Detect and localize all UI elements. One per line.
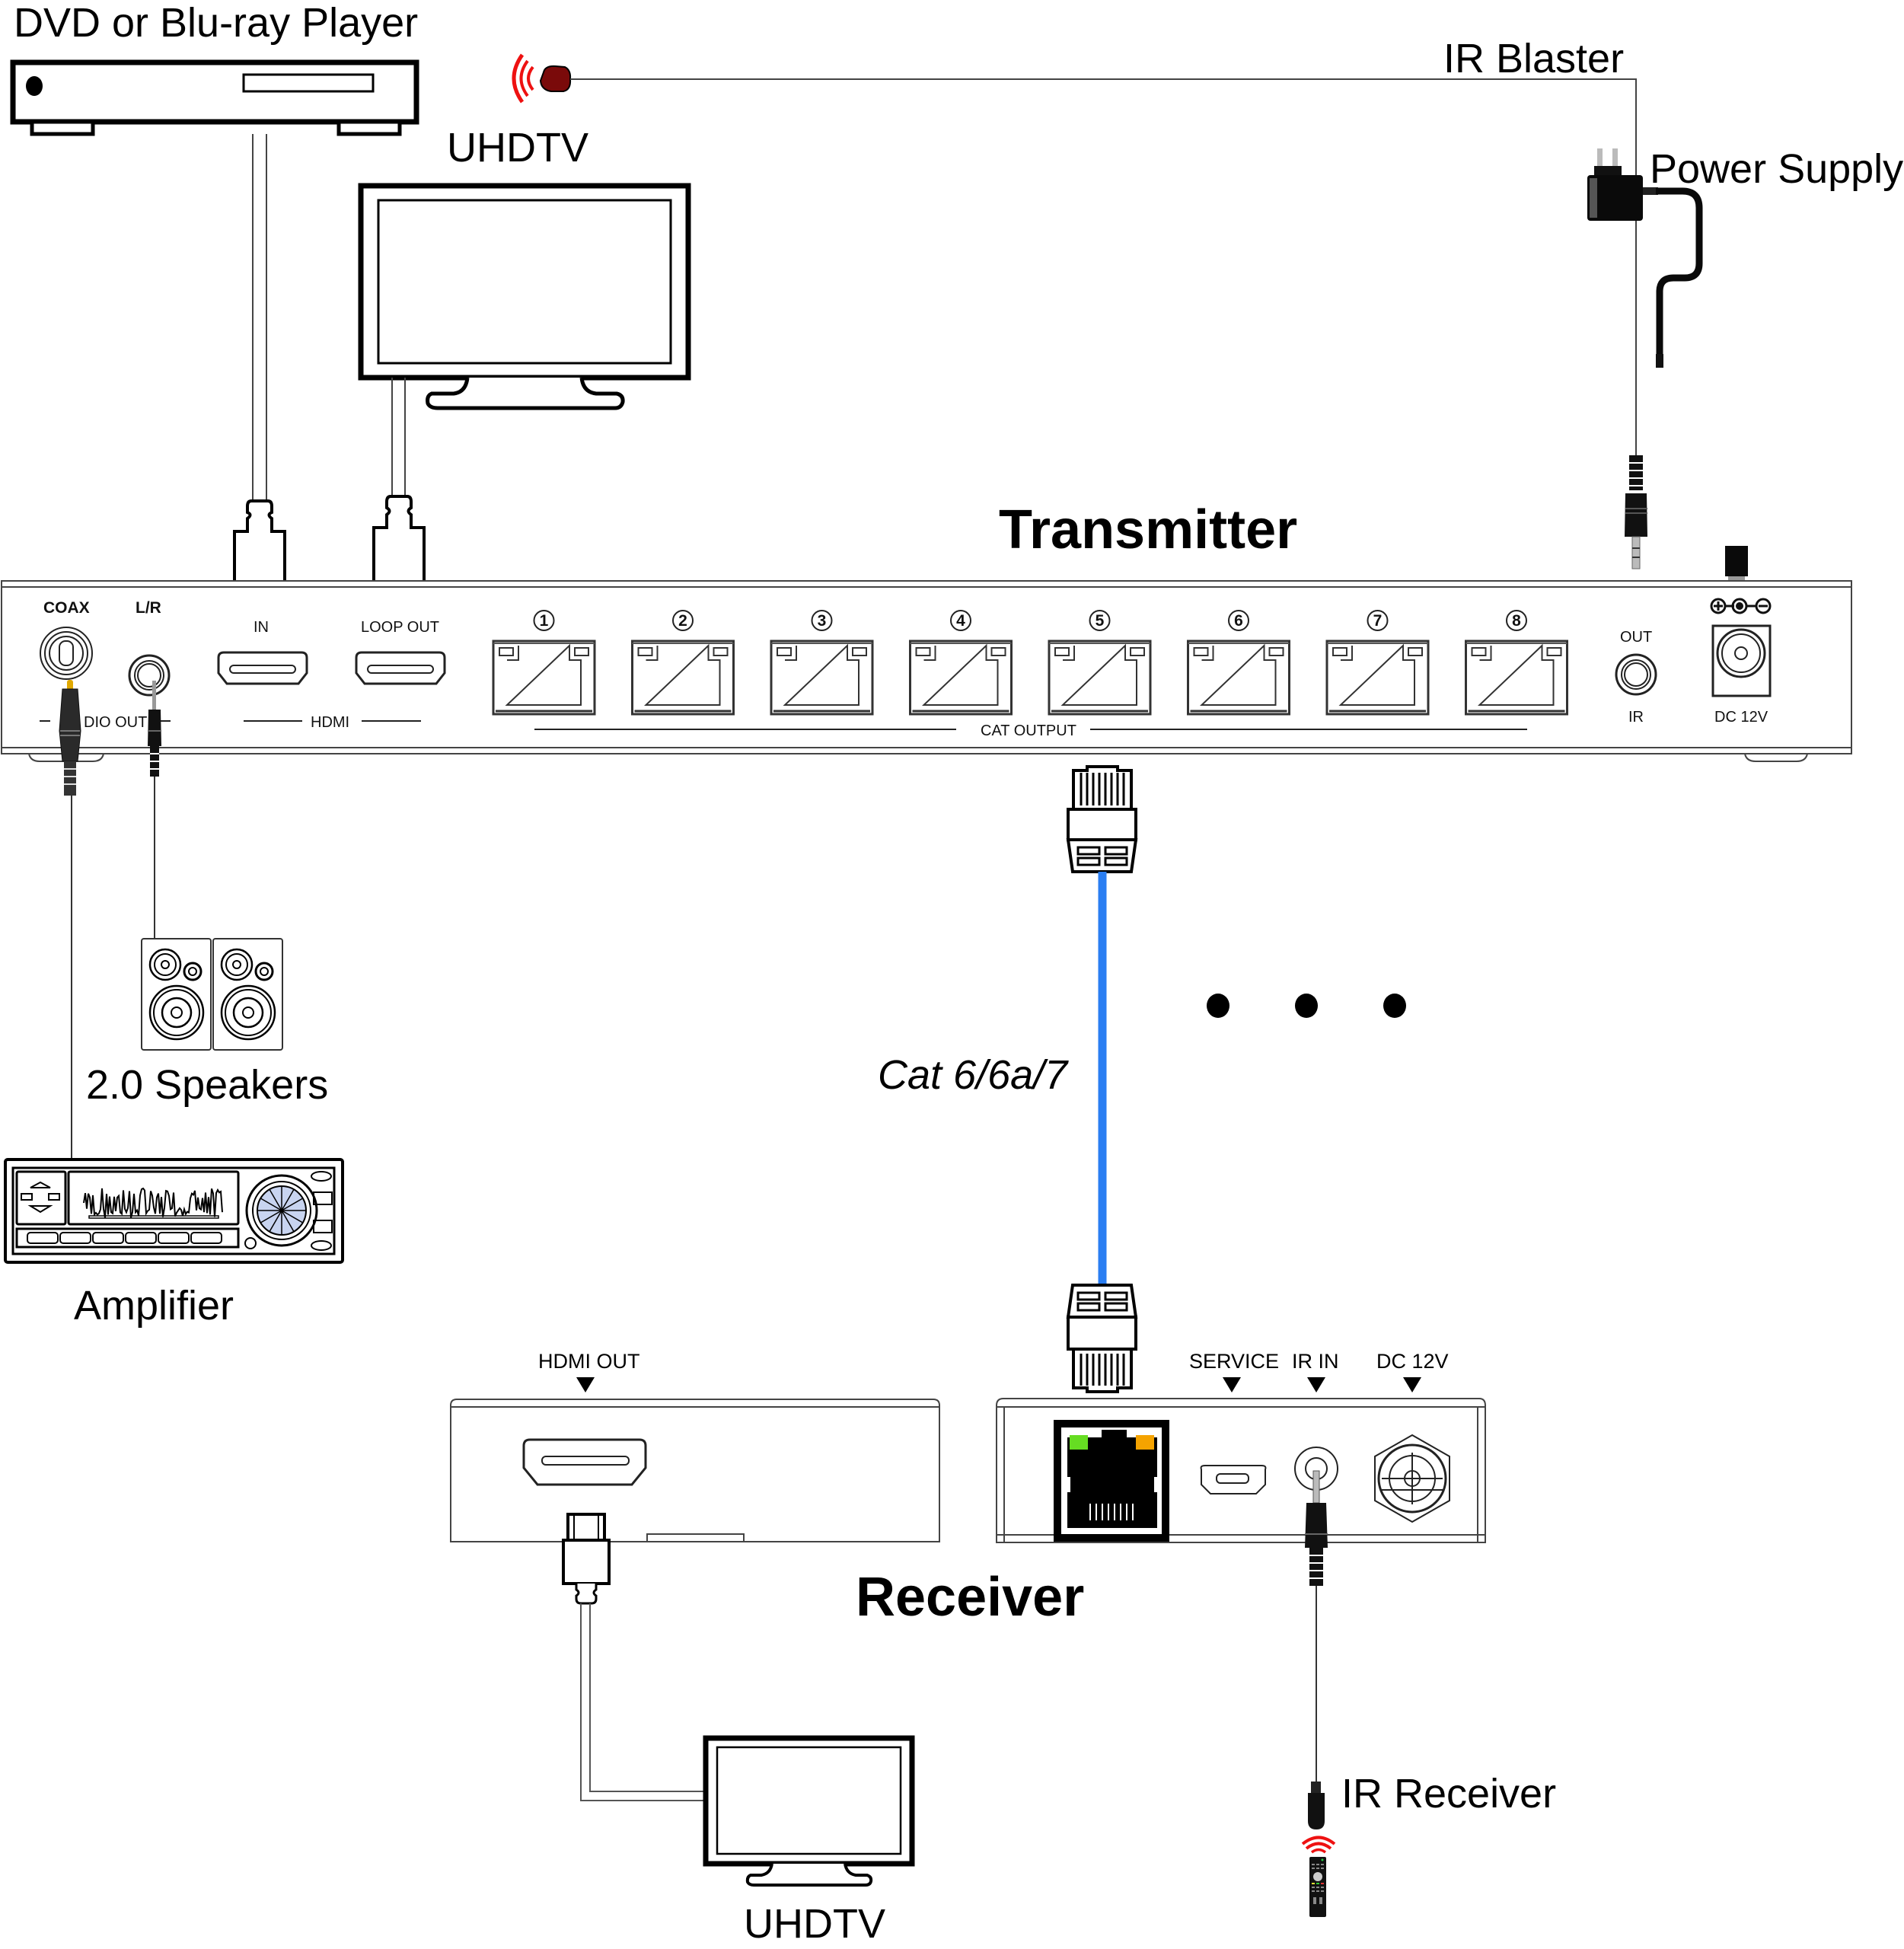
cat-port-number: 7 [1373,612,1383,630]
receiver-label: Receiver [856,1567,1084,1628]
ir-signal-icon [512,53,534,104]
cat-output-port-3[interactable]: 3 [770,610,874,716]
receiver-dc-label: DC 12V [1376,1350,1449,1373]
cat-port-number: 4 [956,612,965,630]
remote-tv-label: UHDTV [744,1901,885,1947]
cat-output-port-4[interactable]: 4 [909,610,1013,716]
hdmi-out-arrow-icon [576,1377,595,1392]
ir-out-port-icon[interactable] [1615,653,1657,696]
cat-port-number: 6 [1234,612,1243,630]
ir-label: IR [1628,709,1644,726]
ir-in-arrow-icon [1307,1377,1325,1392]
right-speaker-icon [212,938,283,1051]
receiver-dc-port-icon[interactable] [1374,1434,1450,1523]
power-adapter-icon [1587,148,1658,221]
source-label: DVD or Blu-ray Player [14,0,418,46]
service-arrow-icon [1223,1377,1241,1392]
coax-label: COAX [43,599,90,617]
audio-out-group-label: DIO OUT [84,714,147,731]
source-hdmi-cable [252,134,267,502]
cat-port-number: 2 [678,612,687,630]
power-cable [1656,187,1703,358]
cat-output-port-2[interactable]: 2 [631,610,735,716]
receiver-hdmi-cable-inner [589,1603,704,1792]
hdmi-in-label: IN [254,619,269,636]
hdmi-loop-out-label: LOOP OUT [361,619,439,636]
amplifier-icon [4,1158,344,1264]
cat-output-port-8[interactable]: 8 [1465,610,1568,716]
power-supply-label: Power Supply [1650,146,1903,192]
local-tv-label: UHDTV [447,125,588,171]
ir-remote-signal-icon [1301,1836,1336,1854]
dc-power-port-icon[interactable] [1711,624,1772,697]
ir-in-label: IR IN [1292,1350,1339,1373]
hdmi-out-label: HDMI OUT [538,1350,639,1373]
amplifier-label: Amplifier [74,1283,234,1329]
left-speaker-icon [141,938,212,1051]
speakers-label: 2.0 Speakers [86,1062,328,1108]
receiver-rj45-port-icon[interactable] [1054,1420,1169,1542]
ir-blaster-jack-icon [1625,455,1647,569]
coax-plug-icon [59,680,81,796]
cat-output-port-6[interactable]: 6 [1187,610,1290,716]
cat-port-number: 8 [1512,612,1521,630]
cat-output-port-7[interactable]: 7 [1325,610,1430,716]
cat-port-number: 3 [818,612,827,630]
ir-blaster-label: IR Blaster [1443,36,1624,81]
transmitter-label: Transmitter [999,499,1297,560]
service-label: SERVICE [1189,1350,1279,1373]
dc-12v-label: DC 12V [1714,709,1768,726]
hdmi-group-label: HDMI [311,714,349,731]
cable-type-label: Cat 6/6a/7 [878,1052,1069,1098]
cat-output-ports: 1 2 3 4 5 6 7 8 [492,610,1568,716]
ir-out-label: OUT [1620,629,1652,646]
ir-receiver-sensor-icon [1308,1782,1325,1829]
ir-blaster-cable [570,78,1637,455]
receiver-hdmi-box [450,1399,940,1542]
dc-polarity-icon [1710,598,1772,614]
speakers-icon [141,938,283,1051]
cat-port-number: 5 [1096,612,1105,630]
hdmi-in-port-icon[interactable] [217,651,308,685]
lr-audio-port-icon[interactable] [128,654,171,697]
cat-output-port-5[interactable]: 5 [1048,610,1152,716]
receiver-hdmi-cable-outer [580,1603,704,1801]
ir-receiver-label: IR Receiver [1341,1771,1556,1817]
remote-tv-icon [703,1735,915,1887]
service-micro-usb-port-icon[interactable] [1200,1465,1267,1494]
local-tv-icon [358,183,691,410]
cat-output-port-1[interactable]: 1 [492,610,596,716]
lr-label: L/R [136,599,161,617]
cat-output-group-label: CAT OUTPUT [981,723,1076,739]
cat-port-number: 1 [540,612,549,630]
ir-blaster-emitter-icon [539,65,572,92]
remote-control-icon [1309,1857,1326,1917]
rj45-plug-bottom-icon [1066,1284,1138,1393]
power-plug-icon [1656,354,1748,587]
more-outputs-indicator [1207,994,1406,1018]
receiver-hdmi-out-port-icon[interactable] [522,1438,647,1486]
dc-arrow-icon [1403,1377,1421,1392]
coax-port-icon[interactable] [40,627,93,680]
receiver-hdmi-plug-icon [562,1513,611,1605]
lr-plug-icon [148,681,161,777]
dvd-player-icon [10,59,419,136]
ir-receiver-jack-icon [1305,1470,1328,1586]
local-tv-hdmi-cable [391,378,406,502]
hdmi-loop-out-port-icon[interactable] [355,651,446,685]
rj45-plug-top-icon [1066,765,1138,873]
